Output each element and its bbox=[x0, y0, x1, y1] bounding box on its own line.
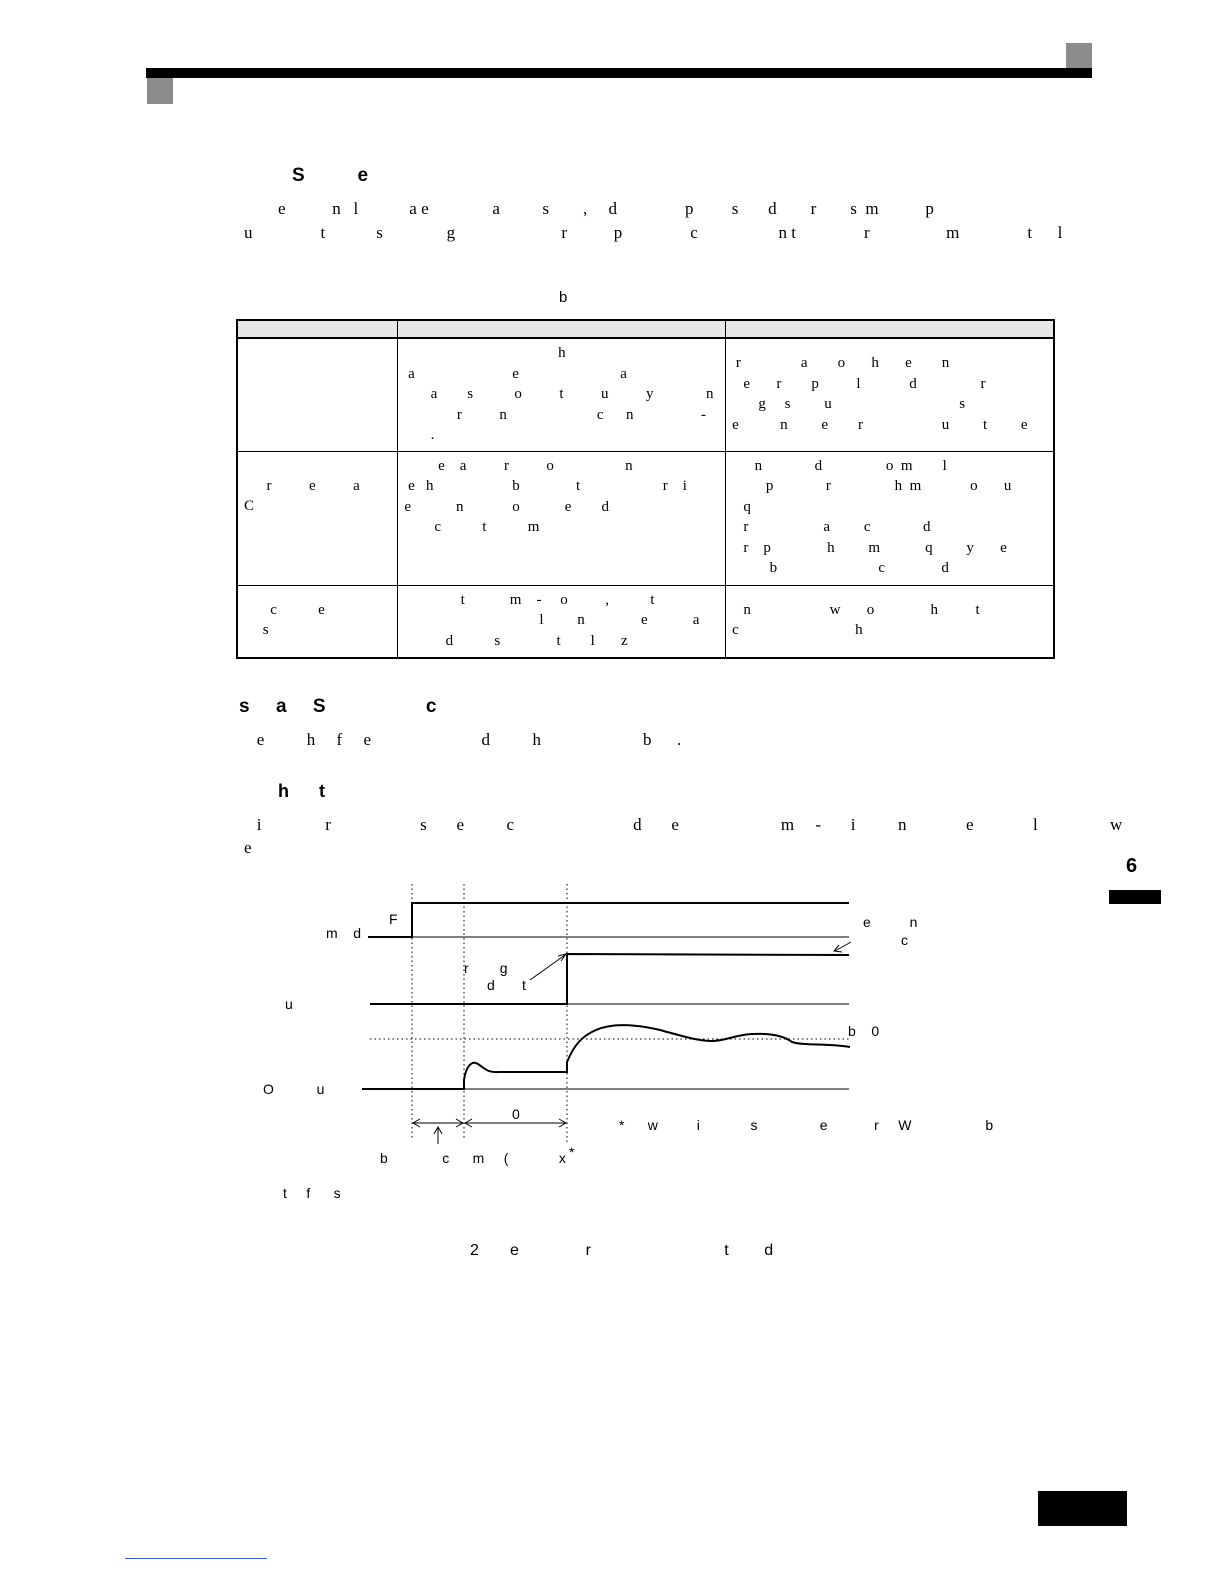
cell-text: c h bbox=[732, 622, 863, 638]
right-pointer-head bbox=[833, 944, 843, 953]
output-waveform bbox=[362, 1024, 851, 1090]
cell-text: s bbox=[244, 622, 269, 638]
figure-caption: 2 e r t d bbox=[470, 1242, 774, 1259]
table-cell: r a o h e n e r p l d r g s u s bbox=[725, 337, 1055, 452]
label-trigger-1: r g bbox=[464, 960, 508, 976]
label-interval: 0 bbox=[512, 1106, 520, 1122]
subheading-2-line-1: i r s e c d e m - i n e l w bbox=[244, 815, 1123, 834]
label-star: * bbox=[569, 1144, 575, 1160]
cell-text: e n e r u t e bbox=[732, 416, 1028, 433]
cell-text: r a c d bbox=[732, 519, 931, 535]
table-cell: r e a C bbox=[236, 450, 399, 586]
trigger-pointer-line bbox=[529, 954, 566, 981]
header-rule bbox=[146, 68, 1092, 78]
table-row: c e s t m - o , t l n e a bbox=[236, 584, 1055, 659]
subheading-1: s a S c bbox=[239, 696, 437, 717]
cell-text: l n e a bbox=[404, 612, 700, 628]
cell-text: b c d bbox=[732, 560, 949, 576]
cell-text: . bbox=[404, 427, 435, 443]
diagram-footnote: t f s bbox=[283, 1185, 341, 1201]
up-arrow-head bbox=[433, 1125, 443, 1135]
cell-text: n d o m l bbox=[732, 457, 947, 474]
command-signal-line bbox=[368, 902, 849, 938]
interval-2-arrow-right bbox=[558, 1118, 568, 1128]
interval-2-arrow-left bbox=[463, 1118, 473, 1128]
label-right-1: e n bbox=[863, 914, 917, 930]
cell-text: g s u s bbox=[732, 396, 966, 412]
label-note: * w i s e r W b bbox=[619, 1117, 993, 1133]
label-trigger-2: d t bbox=[487, 977, 526, 993]
cell-text: d s t l z bbox=[404, 632, 628, 649]
cell-text: p r h m o u bbox=[732, 478, 1012, 494]
chapter-tab-marker bbox=[1109, 890, 1161, 904]
cell-text: t m - o , t bbox=[404, 591, 655, 608]
subheading-2: h t bbox=[253, 781, 325, 801]
table-cell: t m - o , t l n e a d s t l z bbox=[397, 584, 727, 659]
label-output: O u bbox=[263, 1081, 324, 1097]
cell-text: r p h m q y e bbox=[732, 539, 1007, 556]
interval-1-arrow-left bbox=[411, 1118, 421, 1128]
cell-text: c e bbox=[244, 601, 325, 618]
label-command: m d bbox=[326, 925, 361, 941]
intro-line-1: e n l a e a s , d p s d r s m p bbox=[244, 199, 934, 218]
table-header-row bbox=[236, 319, 1055, 339]
cell-text: r a o h e n bbox=[732, 355, 950, 371]
cell-text: c t m bbox=[404, 519, 540, 535]
cell-text: n w o h t bbox=[732, 601, 980, 618]
intro-line-2: u t s g r p c n t r m t l bbox=[244, 223, 1063, 242]
table-cell: h a e a a s o t u y n r n bbox=[397, 337, 727, 452]
table-row: h a e a a s o t u y n r n bbox=[236, 337, 1055, 452]
cell-text: h bbox=[404, 345, 566, 361]
cell-text: r n c n - bbox=[404, 406, 707, 423]
table-cell: n w o h t c h bbox=[725, 584, 1055, 659]
cell-text: r e a bbox=[244, 477, 360, 494]
table-cell: e a r o n e h b t r i e n o e d bbox=[397, 450, 727, 586]
table-cell: n d o m l p r h m o u q r a c d bbox=[725, 450, 1055, 586]
chapter-tab-number: 6 bbox=[1126, 855, 1138, 877]
cell-text: a s o t u y n bbox=[404, 386, 714, 402]
interval-1-arrow-right bbox=[455, 1118, 465, 1128]
subheading-1-text: e h f e d h b . bbox=[244, 730, 682, 749]
cell-text: e n o e d bbox=[404, 498, 609, 515]
section-heading: S e bbox=[292, 165, 369, 186]
table-cell bbox=[236, 337, 399, 452]
label-reference: b 0 bbox=[848, 1023, 879, 1039]
label-f: F bbox=[389, 911, 398, 927]
right-pointer-line bbox=[834, 941, 852, 952]
table-cell: c e s bbox=[236, 584, 399, 659]
header-corner-block-left bbox=[147, 78, 173, 104]
cell-text: e a r o n bbox=[404, 457, 633, 474]
header-corner-block-right bbox=[1066, 43, 1092, 69]
label-signal-u: u bbox=[285, 996, 293, 1012]
timer-signal-line bbox=[370, 952, 850, 1005]
cell-text: C bbox=[244, 498, 255, 514]
cell-text: q bbox=[732, 498, 751, 515]
cell-text: a e a bbox=[404, 365, 627, 382]
trigger-pointer-head bbox=[557, 953, 568, 962]
table-caption: b bbox=[559, 289, 568, 306]
label-bottom: b c m ( x bbox=[380, 1150, 566, 1166]
cell-text: e h b t r i bbox=[404, 478, 687, 494]
settings-table: h a e a a s o t u y n r n bbox=[236, 319, 1055, 659]
label-right-2: c bbox=[901, 932, 908, 948]
page-number-box bbox=[1038, 1491, 1127, 1526]
footer-link-underline[interactable] bbox=[125, 1558, 267, 1559]
subheading-2-line-2: e bbox=[244, 838, 252, 857]
cell-text: e r p l d r bbox=[732, 375, 986, 392]
table-row: r e a C e a r o n e h b t r bbox=[236, 450, 1055, 586]
